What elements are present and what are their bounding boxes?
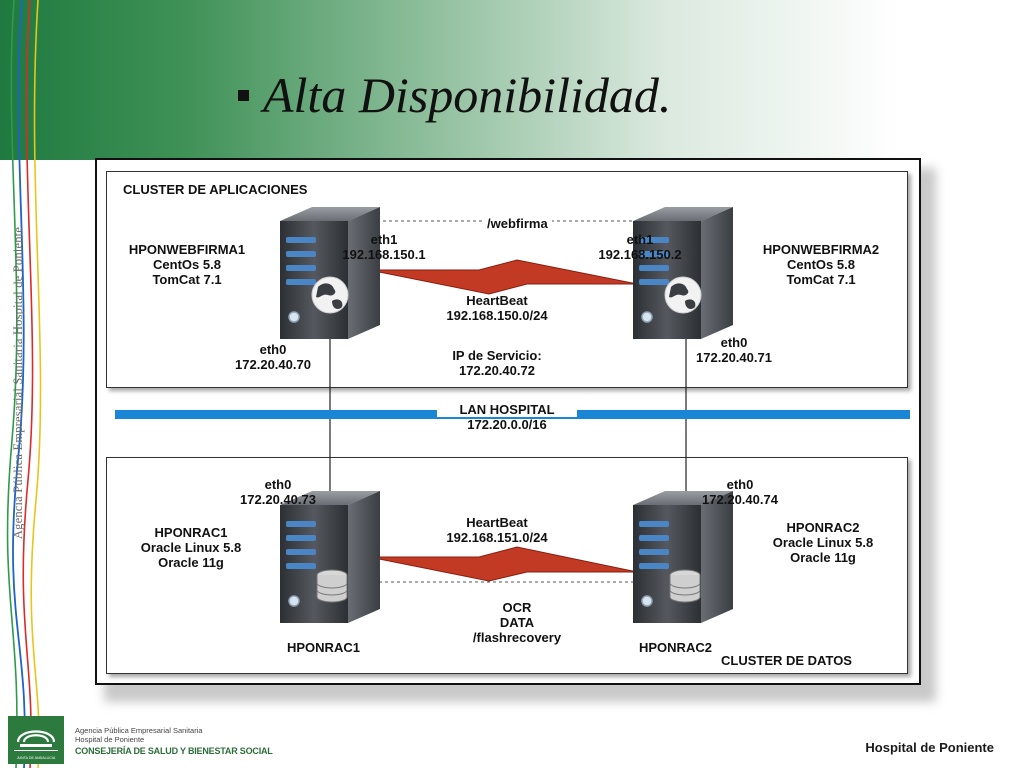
rac1-name: HPONRAC1 <box>154 525 228 540</box>
slide-title: Alta Disponibilidad. <box>238 66 671 136</box>
web1-app: TomCat 7.1 <box>152 272 222 287</box>
footer-org-line2: Hospital de Poniente <box>75 735 145 744</box>
slide-title-text: Alta Disponibilidad. <box>263 67 672 123</box>
storage-flashrecovery: /flashrecovery <box>472 630 562 645</box>
web2-eth0-label: eth0 <box>720 335 748 350</box>
web1-eth1: eth1 192.168.150.1 <box>329 232 439 262</box>
storage-data: DATA <box>499 615 535 630</box>
rac1-eth0-label: eth0 <box>264 477 292 492</box>
heartbeat-link-bottom <box>368 546 638 582</box>
rac1-os: Oracle Linux 5.8 <box>140 540 242 555</box>
web1-os: CentOs 5.8 <box>153 257 221 272</box>
web2-eth0: eth0 172.20.40.71 <box>681 335 787 365</box>
web2-eth0-ip: 172.20.40.71 <box>696 350 772 365</box>
lan-hospital-label: LAN HOSPITAL 172.20.0.0/16 <box>437 402 577 432</box>
footer-consejeria: CONSEJERÍA DE SALUD Y BIENESTAR SOCIAL <box>75 746 273 756</box>
rac2-caption: HPONRAC2 <box>639 640 712 655</box>
title-bullet-icon <box>238 90 249 101</box>
web2-eth1-ip: 192.168.150.2 <box>598 247 682 262</box>
heartbeat-top-text: HeartBeat <box>466 293 528 308</box>
web1-eth1-label: eth1 <box>370 232 398 247</box>
lan-hospital-name: LAN HOSPITAL <box>437 402 577 417</box>
vertical-agency-text: Agencia Pública Empresarial Sanitaria Ho… <box>11 226 25 540</box>
rac1-eth0-ip: 172.20.40.73 <box>240 492 316 507</box>
rac2-name: HPONRAC2 <box>786 520 860 535</box>
server-rac2-icon <box>632 490 734 624</box>
server-rac1-icon <box>279 490 381 624</box>
heartbeat-bottom-label: HeartBeat 192.168.151.0/24 <box>419 515 575 545</box>
heartbeat-bottom-subnet: 192.168.151.0/24 <box>446 530 548 545</box>
lan-hospital-subnet: 172.20.0.0/16 <box>467 417 547 432</box>
web1-info: HPONWEBFIRMA1 CentOs 5.8 TomCat 7.1 <box>113 242 261 287</box>
rac1-eth0: eth0 172.20.40.73 <box>225 477 331 507</box>
server-web1-icon <box>279 206 381 340</box>
rac2-info: HPONRAC2 Oracle Linux 5.8 Oracle 11g <box>753 520 893 565</box>
service-ip-label: IP de Servicio: 172.20.40.72 <box>422 348 572 378</box>
storage-ocr: OCR <box>502 600 532 615</box>
shared-storage-label: OCR DATA /flashrecovery <box>442 600 592 645</box>
web2-info: HPONWEBFIRMA2 CentOs 5.8 TomCat 7.1 <box>743 242 899 287</box>
heartbeat-link-top <box>368 259 638 295</box>
network-diagram: CLUSTER DE APLICACIONES CLUSTER DE DATOS… <box>95 158 921 685</box>
footer-organization: Agencia Pública Empresarial Sanitaria Ho… <box>75 726 203 744</box>
application-cluster-title: CLUSTER DE APLICACIONES <box>123 182 308 197</box>
rac2-eth0: eth0 172.20.40.74 <box>687 477 793 507</box>
data-cluster-title: CLUSTER DE DATOS <box>721 653 852 668</box>
service-ip-value: 172.20.40.72 <box>459 363 535 378</box>
web2-eth1-label: eth1 <box>626 232 654 247</box>
web1-eth0-ip: 172.20.40.70 <box>235 357 311 372</box>
decorative-side-lines <box>6 0 42 768</box>
heartbeat-bottom-text: HeartBeat <box>466 515 528 530</box>
junta-andalucia-logo: JUNTA DE ANDALUCIA <box>8 716 64 764</box>
web2-name: HPONWEBFIRMA2 <box>762 242 880 257</box>
webfirma-label: /webfirma <box>483 216 552 231</box>
heartbeat-top-subnet: 192.168.150.0/24 <box>446 308 548 323</box>
rac1-caption: HPONRAC1 <box>287 640 360 655</box>
svg-text:JUNTA DE ANDALUCIA: JUNTA DE ANDALUCIA <box>17 756 56 760</box>
web2-app: TomCat 7.1 <box>786 272 856 287</box>
web1-name: HPONWEBFIRMA1 <box>128 242 246 257</box>
web1-eth0: eth0 172.20.40.70 <box>220 342 326 372</box>
heartbeat-top-label: HeartBeat 192.168.150.0/24 <box>419 293 575 323</box>
footer-hospital-name: Hospital de Poniente <box>865 740 994 755</box>
web2-eth1: eth1 192.168.150.2 <box>585 232 695 262</box>
rac2-os: Oracle Linux 5.8 <box>772 535 874 550</box>
server-web2-icon <box>632 206 734 340</box>
footer-org-line1: Agencia Pública Empresarial Sanitaria <box>75 726 203 735</box>
rac1-info: HPONRAC1 Oracle Linux 5.8 Oracle 11g <box>121 525 261 570</box>
header-gradient-band <box>0 0 1024 160</box>
web1-eth1-ip: 192.168.150.1 <box>342 247 426 262</box>
rac2-eth0-ip: 172.20.40.74 <box>702 492 778 507</box>
rac2-eth0-label: eth0 <box>726 477 754 492</box>
rac1-db: Oracle 11g <box>158 555 224 570</box>
rac2-db: Oracle 11g <box>790 550 856 565</box>
web1-eth0-label: eth0 <box>259 342 287 357</box>
web2-os: CentOs 5.8 <box>787 257 855 272</box>
service-ip-text: IP de Servicio: <box>452 348 542 363</box>
